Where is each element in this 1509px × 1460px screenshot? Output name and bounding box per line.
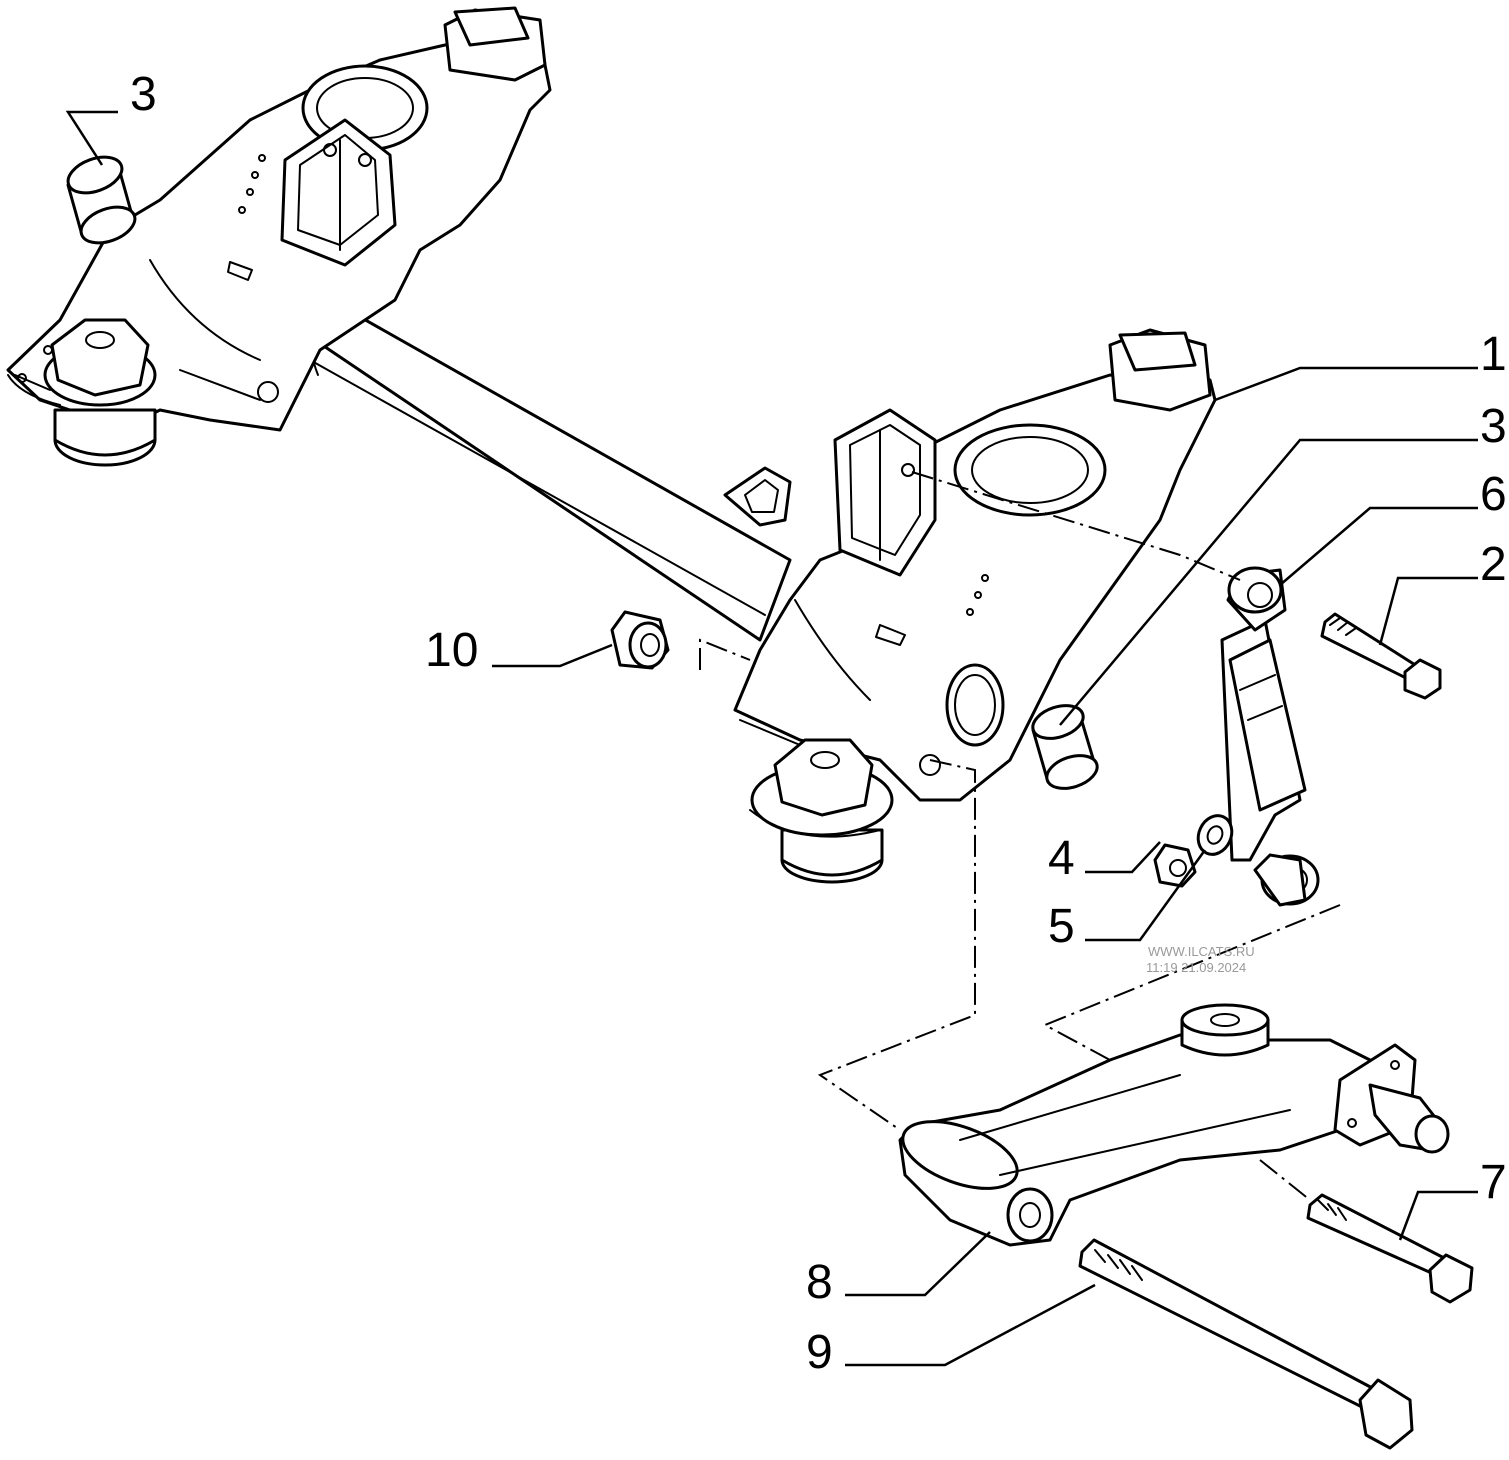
bolt-9 [1078,1238,1414,1450]
callout-9: 9 [806,1326,833,1379]
bushing-3-left [66,155,137,245]
callout-3-right: 3 [1480,400,1507,453]
bolt-7 [1306,1193,1474,1304]
watermark: WWW.ILCATS.RU 11:19 21.09.2024 [1146,944,1255,975]
callout-6: 6 [1480,468,1507,521]
assembly-lines [699,471,1341,1201]
callout-10: 10 [425,624,478,677]
shock-absorber [1220,566,1320,907]
callout-labels: 1 3 6 2 3 10 4 5 7 8 9 [130,68,1507,1379]
watermark-site: WWW.ILCATS.RU [1148,944,1255,959]
callout-8: 8 [806,1256,833,1309]
bolt-2 [1320,612,1442,700]
callout-3-left: 3 [130,68,157,121]
nut-10 [610,610,670,670]
axle-crossmember [6,6,1217,884]
control-arm-8 [898,1003,1450,1247]
callout-4: 4 [1048,832,1075,885]
callout-1: 1 [1480,328,1507,381]
bushing-3-right [1031,704,1099,790]
callout-2: 2 [1480,538,1507,591]
washer-5 [1196,814,1234,856]
callout-5: 5 [1048,900,1075,953]
nut-4 [1153,843,1197,888]
leader-lines [65,110,1478,1367]
callout-7: 7 [1480,1156,1507,1209]
watermark-timestamp: 11:19 21.09.2024 [1146,960,1246,975]
